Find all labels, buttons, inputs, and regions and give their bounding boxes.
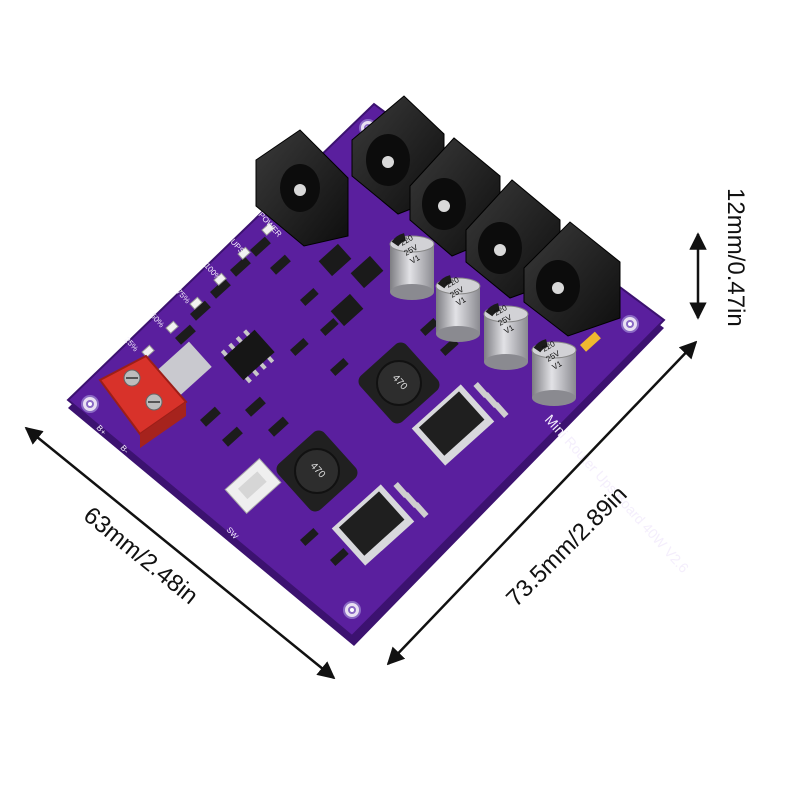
height-label: 12mm/0.47in xyxy=(722,188,749,327)
capacitor: 220 25V V1 xyxy=(389,233,435,300)
capacitor: 220 25V V1 xyxy=(483,303,529,370)
capacitor: 220 25V V1 xyxy=(531,339,577,406)
dimension-height: 12mm/0.47in xyxy=(689,188,749,327)
transistor xyxy=(318,243,384,327)
ic-chip xyxy=(220,329,275,384)
length-label: 73.5mm/2.89in xyxy=(501,481,632,612)
status-leds xyxy=(141,222,275,358)
capacitor-series: V1 xyxy=(503,323,516,336)
dc-jack xyxy=(255,129,349,247)
capacitor-series: V1 xyxy=(455,295,468,308)
battery-terminal-block xyxy=(98,354,188,448)
capacitor-series: V1 xyxy=(409,253,422,266)
dc-jack xyxy=(523,221,621,337)
capacitor: 220 25V V1 xyxy=(435,275,481,342)
